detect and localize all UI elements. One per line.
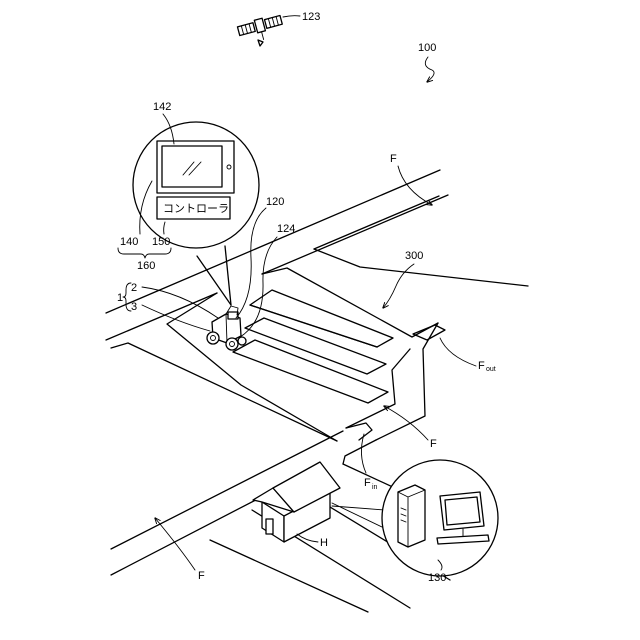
label-system: 100 xyxy=(418,42,436,54)
label-robot: 120 xyxy=(266,196,284,208)
flow-arrow-right xyxy=(384,406,428,440)
label-house: H xyxy=(320,537,328,549)
leader-line xyxy=(240,237,277,337)
controller-text: コントローラ xyxy=(163,202,229,215)
label-terminal: 160 xyxy=(137,260,155,272)
leader-line xyxy=(142,287,218,318)
leader-line xyxy=(361,434,366,473)
field-rows xyxy=(233,290,445,403)
flow-arrow-left xyxy=(155,518,195,570)
label-vehicle: 1 xyxy=(117,292,123,304)
label-f-in-sub: in xyxy=(372,484,378,491)
server-icon xyxy=(398,485,425,547)
label-satellite: 123 xyxy=(302,11,320,23)
leader-line xyxy=(283,16,300,17)
house-icon xyxy=(253,462,340,542)
tablet-icon xyxy=(157,141,234,193)
leader-line xyxy=(440,338,476,366)
label-antenna: 124 xyxy=(277,223,295,235)
satellite-icon xyxy=(237,14,285,46)
label-f-out-sub: out xyxy=(486,366,496,373)
label-field: 300 xyxy=(405,250,423,262)
label-display: 142 xyxy=(153,101,171,113)
label-flow-top: F xyxy=(390,153,397,165)
label-server: 130 xyxy=(428,572,446,584)
bracket xyxy=(118,248,171,258)
label-f-in: F xyxy=(364,477,371,489)
label-screen: 140 xyxy=(120,236,138,248)
label-part-upper: 2 xyxy=(131,282,137,294)
bracket xyxy=(123,283,131,311)
label-f-out: F xyxy=(478,360,485,372)
label-controller: 150 xyxy=(152,236,170,248)
leader-line xyxy=(297,534,318,542)
label-flow-left: F xyxy=(198,570,205,582)
label-part-lower: 3 xyxy=(131,301,137,313)
label-flow-right: F xyxy=(430,438,437,450)
leader-line xyxy=(425,57,434,82)
